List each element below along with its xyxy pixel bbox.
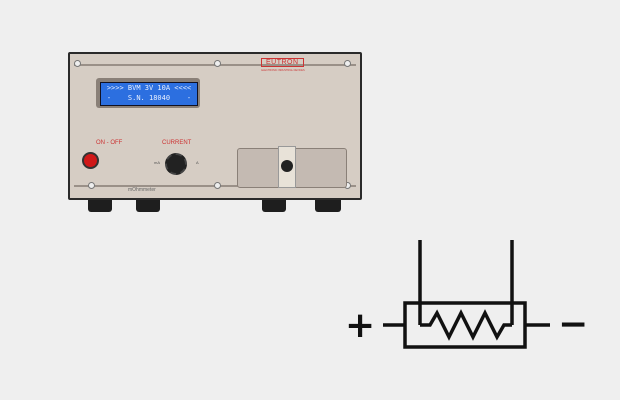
lcd-line-2: - S.N. 18040 - — [106, 94, 192, 102]
resistor-box — [403, 301, 527, 349]
knob-max-label: A — [196, 160, 199, 165]
xlr-connector[interactable] — [278, 146, 296, 188]
power-button[interactable] — [82, 152, 99, 169]
brand-tagline: ELECTRONIC INDUSTRIAL DEVICES — [261, 69, 305, 72]
screw — [214, 60, 221, 67]
current-knob[interactable] — [165, 153, 187, 175]
foot — [136, 200, 160, 212]
current-label: CURRENT — [162, 140, 192, 146]
screw — [88, 182, 95, 189]
foot — [315, 200, 341, 212]
model-label: mOhmmeter — [128, 187, 156, 193]
knob-min-label: mA — [154, 160, 160, 165]
screw — [74, 60, 81, 67]
foot — [262, 200, 286, 212]
instrument-front-panel: EUTRON ELECTRONIC INDUSTRIAL DEVICES >>>… — [68, 52, 362, 200]
resistor-zigzag — [420, 309, 512, 341]
lcd-line-1: >>>> BVM 3V 10A <<<< — [106, 84, 192, 92]
foot — [88, 200, 112, 212]
screw — [214, 182, 221, 189]
minus-sign: − — [558, 304, 588, 345]
plus-sign: + — [345, 305, 375, 346]
brand-logo: EUTRON — [261, 58, 304, 67]
screw — [344, 60, 351, 67]
lcd-display: >>>> BVM 3V 10A <<<< - S.N. 18040 - — [100, 82, 198, 106]
power-label: ON - OFF — [96, 140, 123, 146]
